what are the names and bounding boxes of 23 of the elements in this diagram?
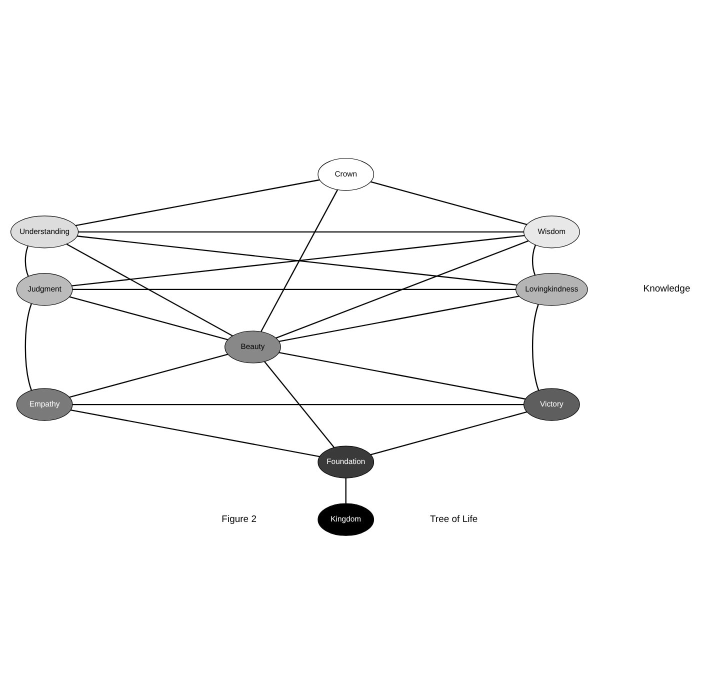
connector [370, 411, 528, 456]
connector [532, 244, 536, 276]
label: Tree of Life [430, 514, 478, 525]
label: Knowledge [643, 284, 690, 295]
connector [278, 352, 526, 400]
connector [70, 409, 320, 458]
label: Figure 2 [222, 514, 256, 525]
connector [345, 478, 346, 504]
connector [24, 246, 29, 277]
connector [532, 304, 540, 391]
connector [78, 231, 524, 233]
connector [66, 244, 233, 336]
connector [69, 354, 228, 398]
connector [260, 189, 338, 332]
connector [24, 304, 32, 391]
connector [72, 404, 524, 406]
connector [278, 296, 520, 342]
connector [370, 181, 528, 226]
connector [276, 240, 529, 339]
connector [69, 296, 228, 340]
connector [264, 361, 334, 448]
connector [75, 179, 320, 226]
connector [72, 288, 516, 290]
